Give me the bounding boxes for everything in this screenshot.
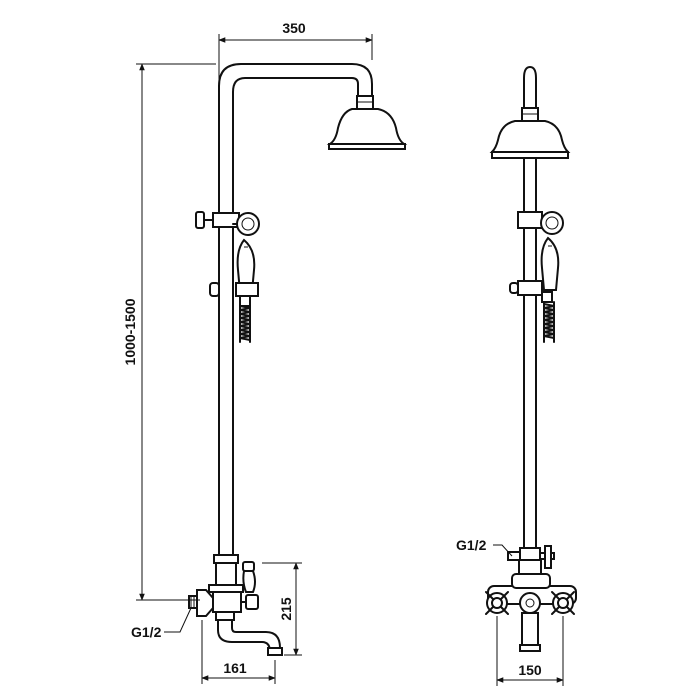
label-inlet-front: G1/2 (456, 537, 487, 553)
front-handset (509, 236, 560, 303)
label-inlet-side: G1/2 (131, 624, 162, 640)
side-view: 350 1000-1500 215 161 G1/2 (122, 20, 408, 684)
side-bath-spout (215, 611, 283, 656)
dim-inlet-centres-label: 150 (518, 662, 542, 678)
front-view: 150 G1/2 (456, 66, 577, 686)
side-handset-holder (232, 212, 260, 236)
dim-spout-projection: 161 (201, 620, 276, 684)
leader-inlet-front: G1/2 (456, 537, 513, 557)
side-hose (239, 305, 251, 343)
front-hose (543, 301, 555, 343)
side-riser-pipe (218, 85, 234, 556)
front-top-bracket (517, 211, 543, 229)
front-right-handle (551, 591, 575, 615)
dim-spout-projection-label: 161 (223, 660, 247, 676)
side-shower-arm (218, 63, 373, 97)
side-top-bracket (195, 211, 240, 229)
front-bath-spout (519, 612, 541, 652)
dim-spout-height-label: 215 (278, 597, 294, 621)
dim-head-reach-label: 350 (282, 20, 306, 36)
front-shower-head (489, 107, 571, 159)
dim-spout-height: 215 (262, 562, 302, 656)
side-handset (209, 238, 259, 307)
side-valve (188, 554, 259, 617)
front-left-handle (485, 591, 509, 615)
dim-inlet-centres: 150 (496, 616, 564, 686)
side-shower-head (326, 95, 408, 150)
dim-head-reach: 350 (218, 20, 373, 84)
leader-inlet-side: G1/2 (131, 607, 192, 640)
dim-height-range: 1000-1500 (122, 63, 216, 601)
front-diverter (507, 545, 555, 575)
dim-height-range-label: 1000-1500 (122, 298, 138, 365)
front-top-cap (523, 66, 537, 109)
front-handset-holder (540, 211, 564, 235)
